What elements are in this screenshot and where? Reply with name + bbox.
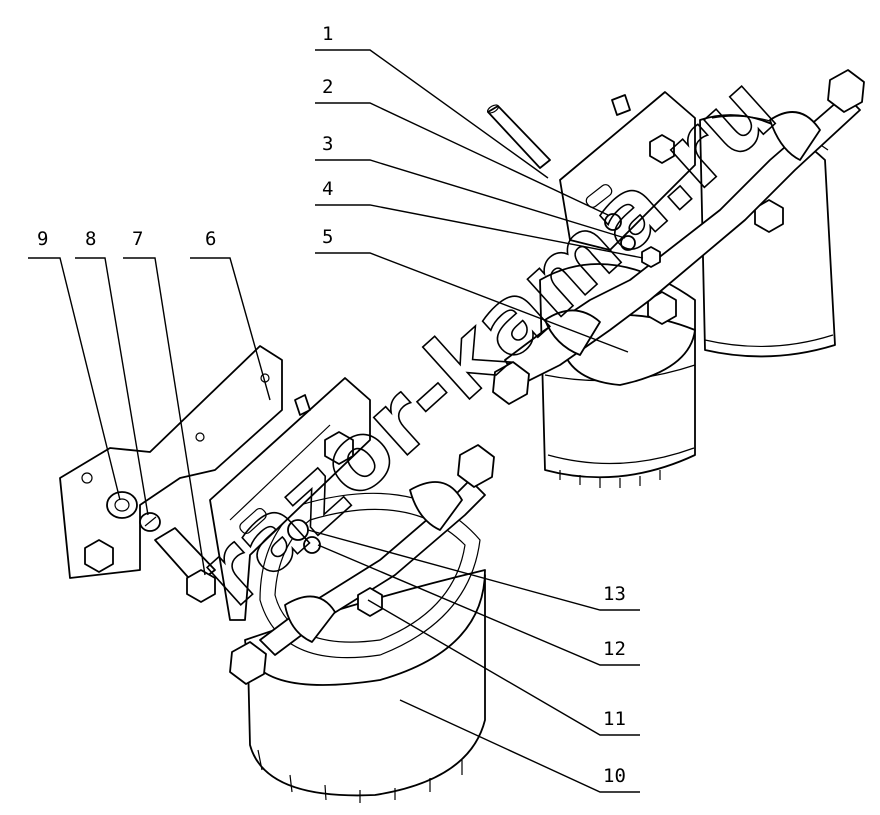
leader-7	[123, 257, 206, 576]
callout-8: 8	[85, 228, 96, 250]
leader-12	[317, 544, 640, 666]
callout-5: 5	[322, 226, 333, 248]
callout-13: 13	[603, 583, 626, 605]
pin	[486, 104, 551, 169]
callout-6: 6	[205, 228, 216, 250]
leader-6	[190, 257, 271, 401]
callout-12: 12	[603, 638, 626, 660]
callout-4: 4	[322, 178, 333, 200]
callout-11: 11	[603, 708, 626, 730]
leader-10	[399, 699, 640, 793]
leader-3	[315, 159, 626, 239]
leader-11	[367, 599, 640, 736]
callout-1: 1	[322, 23, 333, 45]
leader-8	[75, 257, 149, 516]
callout-10: 10	[603, 765, 626, 787]
leader-4	[315, 204, 644, 259]
callout-labels: 1 2 3 4 5 6 7 8 9 13 12 11 10	[37, 23, 626, 787]
lower-filter-assembly	[59, 345, 495, 803]
leader-5	[315, 252, 629, 353]
leader-1	[315, 49, 549, 179]
leader-2	[315, 102, 609, 216]
leader-9	[28, 257, 121, 501]
watermark-text: razor-kama.ru	[178, 55, 796, 626]
callout-3: 3	[322, 133, 333, 155]
callout-9: 9	[37, 228, 48, 250]
callout-leaders	[28, 49, 644, 793]
callout-7: 7	[132, 228, 143, 250]
callout-2: 2	[322, 76, 333, 98]
upper-filter-assembly	[492, 69, 865, 488]
leader-13	[307, 529, 640, 611]
